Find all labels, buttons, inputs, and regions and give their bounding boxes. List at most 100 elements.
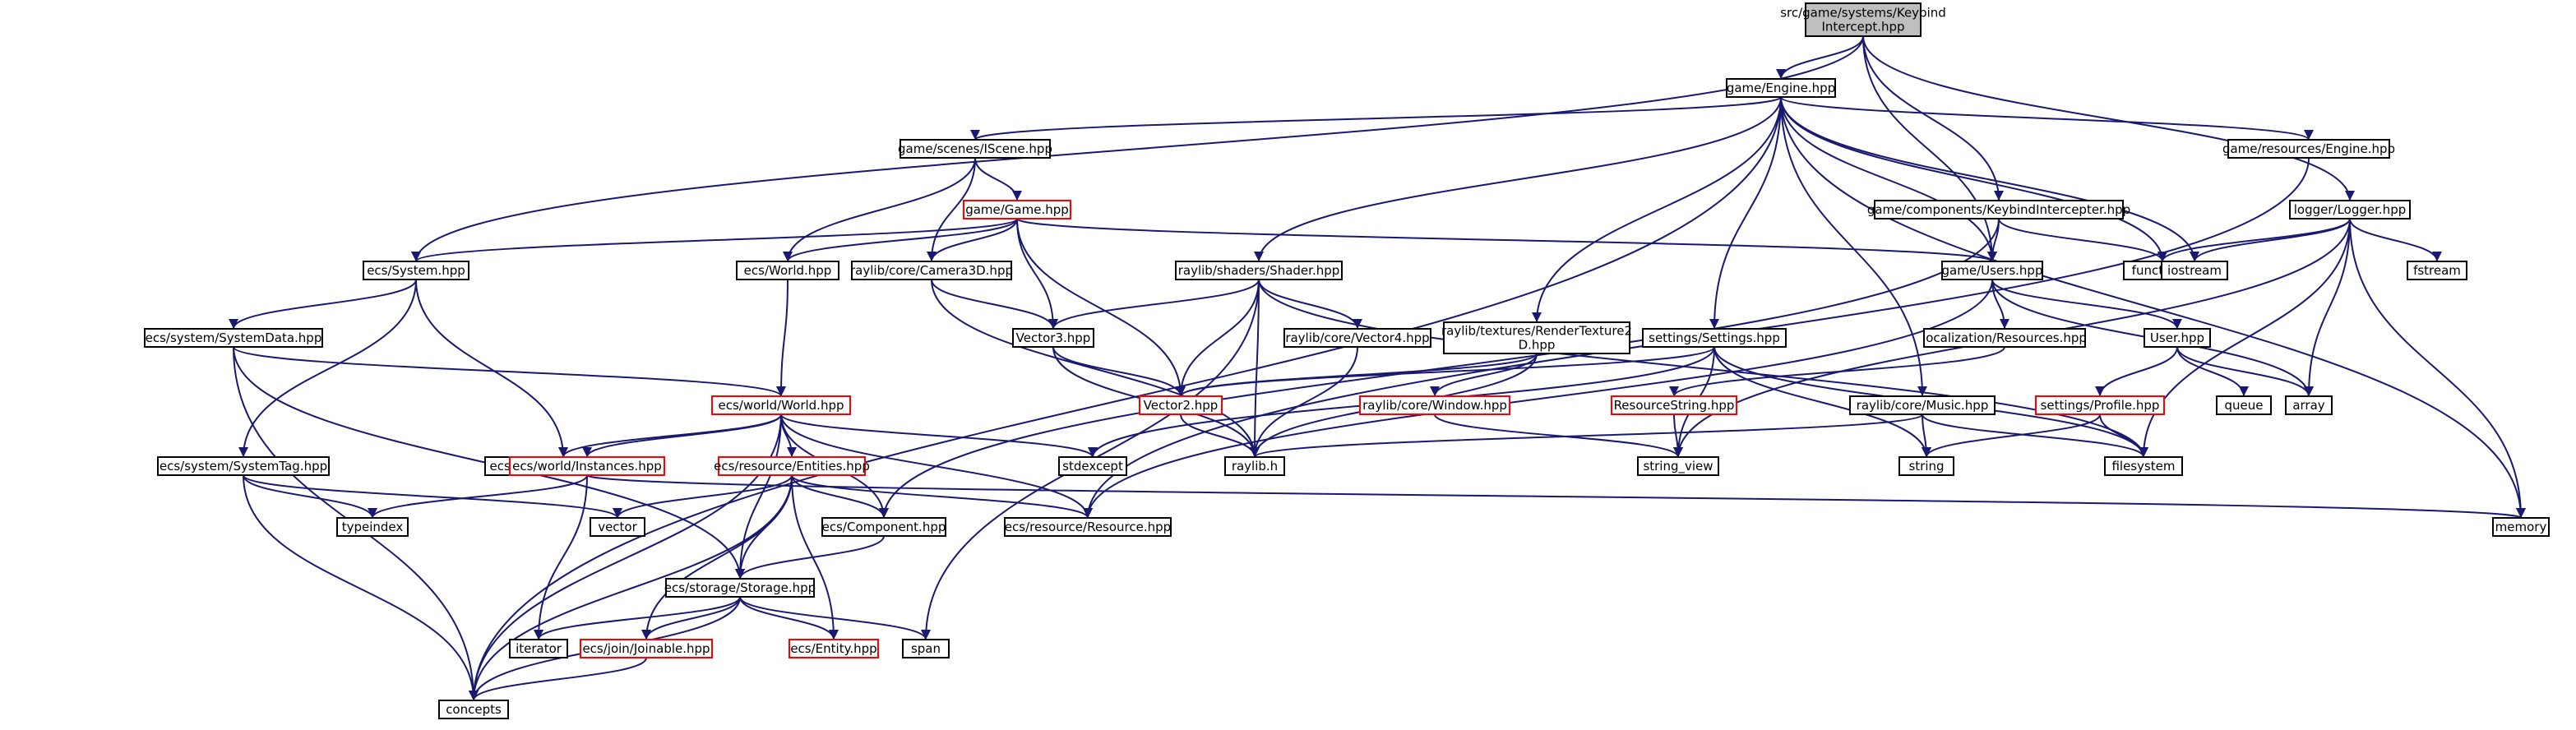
node-resstring[interactable]: ResourceString.hpp [1611,395,1737,415]
node-vector[interactable]: vector [590,517,645,537]
node-systemdata[interactable]: ecs/system/SystemData.hpp [144,328,323,348]
node-box-world[interactable] [736,261,839,280]
node-box-iterator[interactable] [509,639,568,658]
node-keybindint[interactable]: game/components/KeybindIntercepter.hpp [1867,200,2130,219]
node-joinable[interactable]: ecs/join/Joinable.hpp [580,639,713,658]
node-concepts[interactable]: concepts [438,700,509,719]
node-box-instances[interactable] [509,456,665,476]
node-iterator[interactable]: iterator [509,639,568,658]
node-shader[interactable]: raylib/shaders/Shader.hpp [1175,261,1343,280]
node-resource[interactable]: ecs/resource/Resource.hpp [1004,517,1172,537]
node-fstream[interactable]: fstream [2407,261,2467,280]
node-box-root[interactable] [1805,2,1922,37]
node-box-storage[interactable] [665,578,815,598]
node-profile[interactable]: settings/Profile.hpp [2035,395,2165,415]
node-instances[interactable]: ecs/world/Instances.hpp [509,456,665,476]
node-vector4[interactable]: raylib/core/Vector4.hpp [1283,328,1431,348]
node-box-vector3[interactable] [1012,328,1094,348]
node-system[interactable]: ecs/System.hpp [363,261,469,280]
node-locres[interactable]: localization/Resources.hpp [1922,328,2087,348]
node-box-stringview[interactable] [1637,456,1719,476]
node-box-shader[interactable] [1175,261,1343,280]
node-box-array[interactable] [2285,395,2333,415]
node-engine[interactable]: game/Engine.hpp [1726,78,1836,98]
node-array[interactable]: array [2285,395,2333,415]
node-rlwindow[interactable]: raylib/core/Window.hpp [1359,395,1510,415]
node-box-systemdata[interactable] [144,328,323,348]
node-box-fstream[interactable] [2407,261,2467,280]
node-userhpp[interactable]: User.hpp [2144,328,2211,348]
node-box-string[interactable] [1898,456,1954,476]
node-stringview[interactable]: string_view [1637,456,1719,476]
node-iostream[interactable]: iostream [2161,261,2228,280]
node-typeindex[interactable]: typeindex [336,517,409,537]
node-box-vector4[interactable] [1283,328,1431,348]
node-vector3[interactable]: Vector3.hpp [1012,328,1094,348]
node-box-joinable[interactable] [580,639,713,658]
node-box-iostream[interactable] [2161,261,2228,280]
node-box-rendertex[interactable] [1443,321,1630,354]
node-box-locres[interactable] [1923,328,2086,348]
node-box-resstring[interactable] [1611,395,1737,415]
node-box-filesystem[interactable] [2104,456,2183,476]
node-string[interactable]: string [1898,456,1954,476]
node-box-resource[interactable] [1004,517,1172,537]
node-resengine[interactable]: game/resources/Engine.hpp [2222,139,2395,159]
node-box-entity[interactable] [789,639,879,658]
node-box-rlwindow[interactable] [1359,395,1510,415]
node-storage[interactable]: ecs/storage/Storage.hpp [664,578,816,598]
node-box-system[interactable] [363,261,469,280]
node-box-entities[interactable] [718,456,866,476]
node-box-vector[interactable] [590,517,645,537]
node-worldworld[interactable]: ecs/world/World.hpp [711,395,851,415]
node-box-users[interactable] [1941,261,2043,280]
node-systemtag[interactable]: ecs/system/SystemTag.hpp [157,456,330,476]
node-raylibh[interactable]: raylib.h [1224,456,1285,476]
node-iscene[interactable]: game/scenes/IScene.hpp [898,139,1052,159]
node-settings[interactable]: settings/Settings.hpp [1642,328,1787,348]
edge-logger-to-functional [2157,218,2351,262]
node-memory[interactable]: memory [2492,517,2550,537]
node-filesystem[interactable]: filesystem [2104,456,2183,476]
node-box-concepts[interactable] [438,700,509,719]
node-component[interactable]: ecs/Component.hpp [821,517,946,537]
node-box-profile[interactable] [2035,395,2165,415]
node-box-span[interactable] [902,639,950,658]
node-box-keybindint[interactable] [1874,200,2124,219]
node-span[interactable]: span [902,639,950,658]
node-box-logger[interactable] [2289,200,2411,219]
node-entity[interactable]: ecs/Entity.hpp [789,639,879,658]
node-box-camera3d[interactable] [851,261,1012,280]
node-label-root-line-1: src/game/systems/Keybind [1780,6,1946,21]
node-vector2[interactable]: Vector2.hpp [1139,395,1223,415]
node-stdexcept[interactable]: stdexcept [1058,456,1127,476]
node-box-iscene[interactable] [900,139,1051,159]
node-box-game[interactable] [963,200,1071,219]
node-box-component[interactable] [821,517,946,537]
node-box-music[interactable] [1849,395,1996,415]
node-box-worldworld[interactable] [711,395,851,415]
node-logger[interactable]: logger/Logger.hpp [2289,200,2411,219]
node-box-userhpp[interactable] [2144,328,2211,348]
edge-userhpp-to-queue [2176,346,2249,397]
node-box-systemtag[interactable] [157,456,330,476]
node-box-memory[interactable] [2492,517,2550,537]
node-box-typeindex[interactable] [336,517,409,537]
node-box-stdexcept[interactable] [1058,456,1127,476]
node-box-settings[interactable] [1642,328,1787,348]
node-root[interactable]: src/game/systems/KeybindIntercept.hpp [1780,2,1946,37]
node-users[interactable]: game/Users.hpp [1941,261,2043,280]
node-music[interactable]: raylib/core/Music.hpp [1849,395,1996,415]
node-camera3d[interactable]: raylib/core/Camera3D.hpp [850,261,1013,280]
node-game[interactable]: game/Game.hpp [963,200,1071,219]
node-queue[interactable]: queue [2216,395,2272,415]
node-entities[interactable]: ecs/resource/Entities.hpp [714,456,870,476]
node-box-resengine[interactable] [2227,139,2390,159]
edge-engine-to-memory [1780,96,2526,519]
node-box-queue[interactable] [2216,395,2272,415]
node-box-vector2[interactable] [1139,395,1223,415]
node-world[interactable]: ecs/World.hpp [736,261,839,280]
node-box-engine[interactable] [1726,78,1836,98]
node-box-raylibh[interactable] [1224,456,1285,476]
